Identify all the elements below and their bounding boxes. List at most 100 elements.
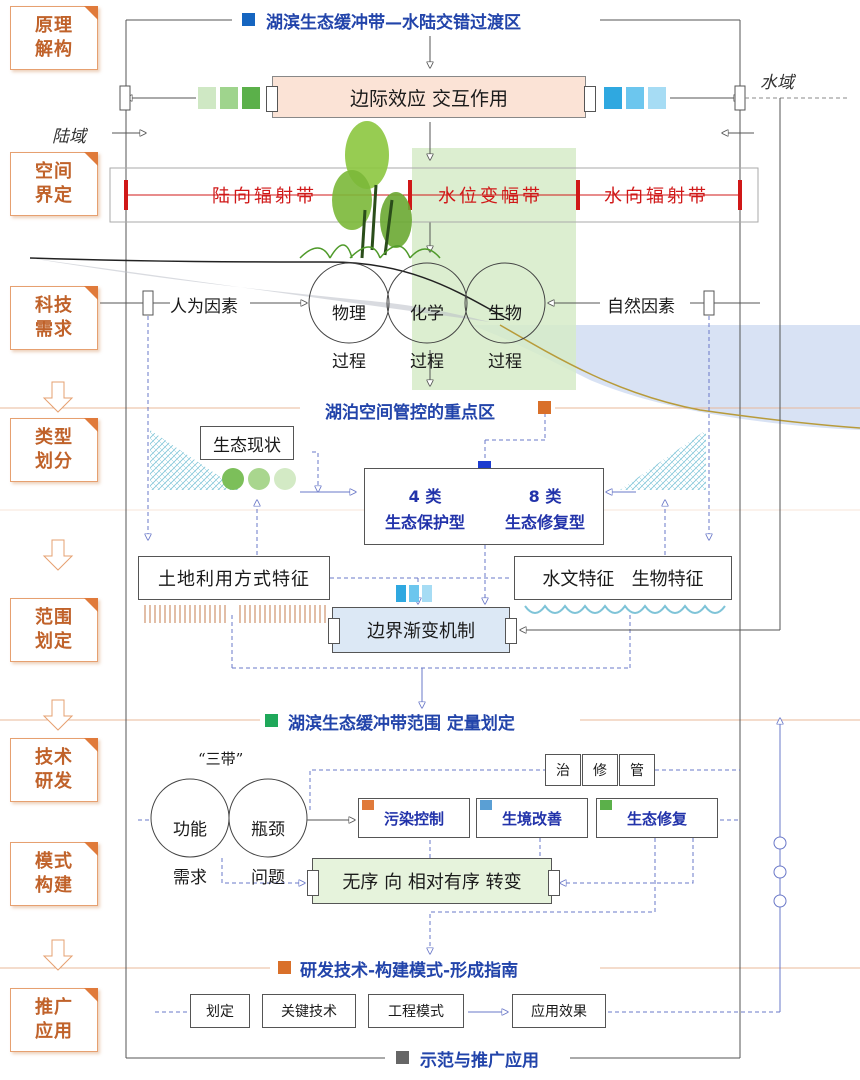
type-protect-count: 4 类 [408, 487, 442, 506]
zone-land-radiation: 陆向辐射带 [212, 186, 317, 207]
control-marker-orange [362, 800, 374, 810]
hydro-bio-box: 水文特征 生物特征 [514, 556, 732, 600]
transform-left-handle [307, 870, 319, 896]
control-marker-blue [480, 800, 492, 810]
hydro-pattern [524, 604, 726, 614]
stage-space: 空间界定 [10, 152, 98, 216]
process-line: 生物 [488, 304, 522, 324]
control-label: 污染控制 [383, 809, 444, 828]
edge-effect-label: 边际效应 交互作用 [349, 87, 509, 110]
flow-label: 划定 [206, 1004, 234, 1020]
stage-label: 空间界定 [35, 161, 73, 206]
edge-box-left-handle [266, 86, 278, 112]
boundary-box: 边界渐变机制 [332, 607, 510, 653]
hydro-bio-label: 水文特征 生物特征 [542, 569, 704, 590]
stage-model: 模式构建 [10, 842, 98, 906]
flow-label: 关键技术 [281, 1004, 337, 1020]
process-physical: 物理 过程 [322, 278, 376, 398]
bottleneck-line: 问题 [251, 868, 285, 888]
edge-effect-box: 边际效应 交互作用 [272, 76, 586, 118]
transform-right-handle [548, 870, 560, 896]
func-need: 功能 需求 [163, 794, 217, 914]
stage-label: 推广应用 [35, 997, 73, 1042]
human-factor: 人为因素 [170, 292, 238, 317]
green-zone [412, 148, 576, 390]
land-use-pattern [144, 605, 326, 623]
type-restore-label: 生态修复型 [504, 513, 585, 532]
title-marker-gray [396, 1051, 409, 1064]
shoreline-land [29, 257, 511, 321]
transform-box: 无序 向 相对有序 转变 [312, 858, 552, 904]
stage-label: 技术研发 [35, 747, 73, 792]
gov-label: 管 [630, 763, 644, 779]
process-line: 过程 [410, 352, 444, 372]
zone-water-fluctuation: 水位变幅带 [438, 186, 543, 207]
gov-box-1: 治 [545, 754, 581, 786]
title-range-define: 湖滨生态缓冲带范围 定量划定 [288, 714, 515, 734]
type-protect-label: 生态保护型 [384, 513, 465, 532]
title-marker-orange-2 [278, 961, 291, 974]
stage-label: 模式构建 [35, 851, 73, 896]
title-key-area: 湖泊空间管控的重点区 [325, 403, 495, 423]
type-restore-count: 8 类 [528, 487, 562, 506]
title-buffer-zone: 湖滨生态缓冲带—水陆交错过渡区 [266, 13, 521, 33]
control-habitat: 生境改善 [476, 798, 588, 838]
eco-dot-2 [248, 468, 270, 490]
stage-label: 原理解构 [35, 15, 73, 60]
type-restore: 8 类 生态修复型 [490, 484, 600, 536]
land-use-box: 土地利用方式特征 [138, 556, 330, 600]
flow-label: 工程模式 [388, 1004, 444, 1020]
type-protect: 4 类 生态保护型 [370, 484, 480, 536]
bottleneck: 瓶颈 问题 [241, 794, 295, 914]
gov-box-3: 管 [619, 754, 655, 786]
stage-range: 范围划定 [10, 598, 98, 662]
title-marker-green [265, 714, 278, 727]
process-line: 过程 [332, 352, 366, 372]
control-pollution: 污染控制 [358, 798, 470, 838]
natural-factor: 自然因素 [607, 292, 675, 317]
func-need-line: 功能 [173, 820, 207, 840]
control-marker-green [600, 800, 612, 810]
flow-key-tech: 关键技术 [262, 994, 356, 1028]
edge-box-right-handle [584, 86, 596, 112]
flow-engineering-model: 工程模式 [368, 994, 464, 1028]
plants-illustration [299, 121, 441, 259]
gov-label: 修 [593, 763, 607, 779]
boundary-label: 边界渐变机制 [367, 621, 475, 642]
process-line: 过程 [488, 352, 522, 372]
gov-box-2: 修 [582, 754, 618, 786]
stage-label: 范围划定 [35, 607, 73, 652]
type-box [364, 468, 604, 545]
stage-tech-demand: 科技需求 [10, 286, 98, 350]
stage-label: 类型划分 [35, 427, 73, 472]
flow-label: 应用效果 [531, 1004, 587, 1020]
land-use-label: 土地利用方式特征 [158, 569, 310, 590]
eco-status-label: 生态现状 [213, 435, 281, 456]
control-eco-restore: 生态修复 [596, 798, 718, 838]
zone-bar [109, 167, 759, 223]
title-demo: 示范与推广应用 [420, 1051, 539, 1071]
boundary-left-handle [328, 618, 340, 644]
gov-label: 治 [556, 763, 570, 779]
boundary-right-handle [505, 618, 517, 644]
stage-tech-dev: 技术研发 [10, 738, 98, 802]
shoreline-water [499, 324, 860, 429]
process-line: 化学 [410, 304, 444, 324]
bottleneck-line: 瓶颈 [251, 820, 285, 840]
stage-classification: 类型划分 [10, 418, 98, 482]
process-biological: 生物 过程 [478, 278, 532, 398]
eco-status-box: 生态现状 [200, 426, 294, 460]
title-marker-blue [242, 13, 255, 26]
title-guideline: 研发技术-构建模式-形成指南 [300, 961, 519, 981]
control-label: 生态修复 [626, 809, 687, 828]
process-line: 物理 [332, 304, 366, 324]
three-bands-label: “三带” [198, 750, 244, 768]
control-label: 生境改善 [501, 809, 562, 828]
water-body [420, 325, 860, 430]
flow-application-effect: 应用效果 [512, 994, 606, 1028]
func-need-line: 需求 [173, 868, 207, 888]
stage-label: 科技需求 [35, 295, 73, 340]
water-label: 水域 [760, 73, 794, 93]
eco-dot-1 [222, 468, 244, 490]
